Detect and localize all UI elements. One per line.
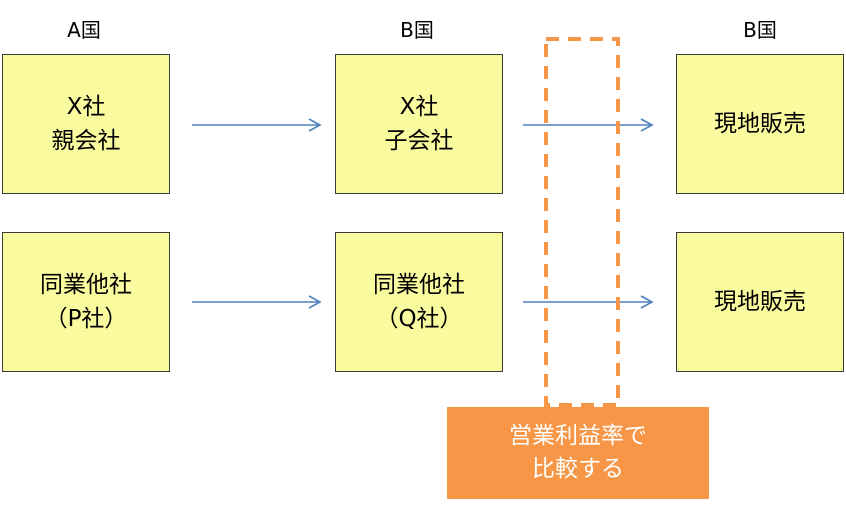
parent-company-role: 親会社 bbox=[51, 128, 121, 154]
competitor-q-line1: 同業他社 bbox=[373, 272, 465, 298]
local-sales-box-1: 現地販売 bbox=[676, 54, 844, 194]
competitor-p-box: 同業他社 （P社） bbox=[2, 232, 170, 372]
local-sales-label-1: 現地販売 bbox=[714, 111, 806, 137]
subsidiary-name: X社 bbox=[399, 94, 439, 120]
local-sales-label-2: 現地販売 bbox=[714, 289, 806, 315]
subsidiary-box: X社 子会社 bbox=[335, 54, 503, 194]
competitor-q-line2: （Q社） bbox=[375, 306, 463, 332]
parent-company-box: X社 親会社 bbox=[2, 54, 170, 194]
comparison-line1: 営業利益率で bbox=[509, 423, 647, 449]
parent-company-name: X社 bbox=[66, 94, 106, 120]
competitor-p-line1: 同業他社 bbox=[40, 272, 132, 298]
column-header-country-b: B国 bbox=[400, 18, 434, 42]
column-header-country-a: A国 bbox=[67, 18, 101, 42]
comparison-line2: 比較する bbox=[532, 456, 624, 482]
local-sales-box-2: 現地販売 bbox=[676, 232, 844, 372]
column-header-country-b-market: B国 bbox=[743, 18, 777, 42]
comparison-callout: 営業利益率で 比較する bbox=[447, 407, 709, 499]
competitor-q-box: 同業他社 （Q社） bbox=[335, 232, 503, 372]
subsidiary-role: 子会社 bbox=[384, 128, 454, 154]
competitor-p-line2: （P社） bbox=[44, 306, 128, 332]
comparison-dashed-frame bbox=[544, 37, 620, 407]
